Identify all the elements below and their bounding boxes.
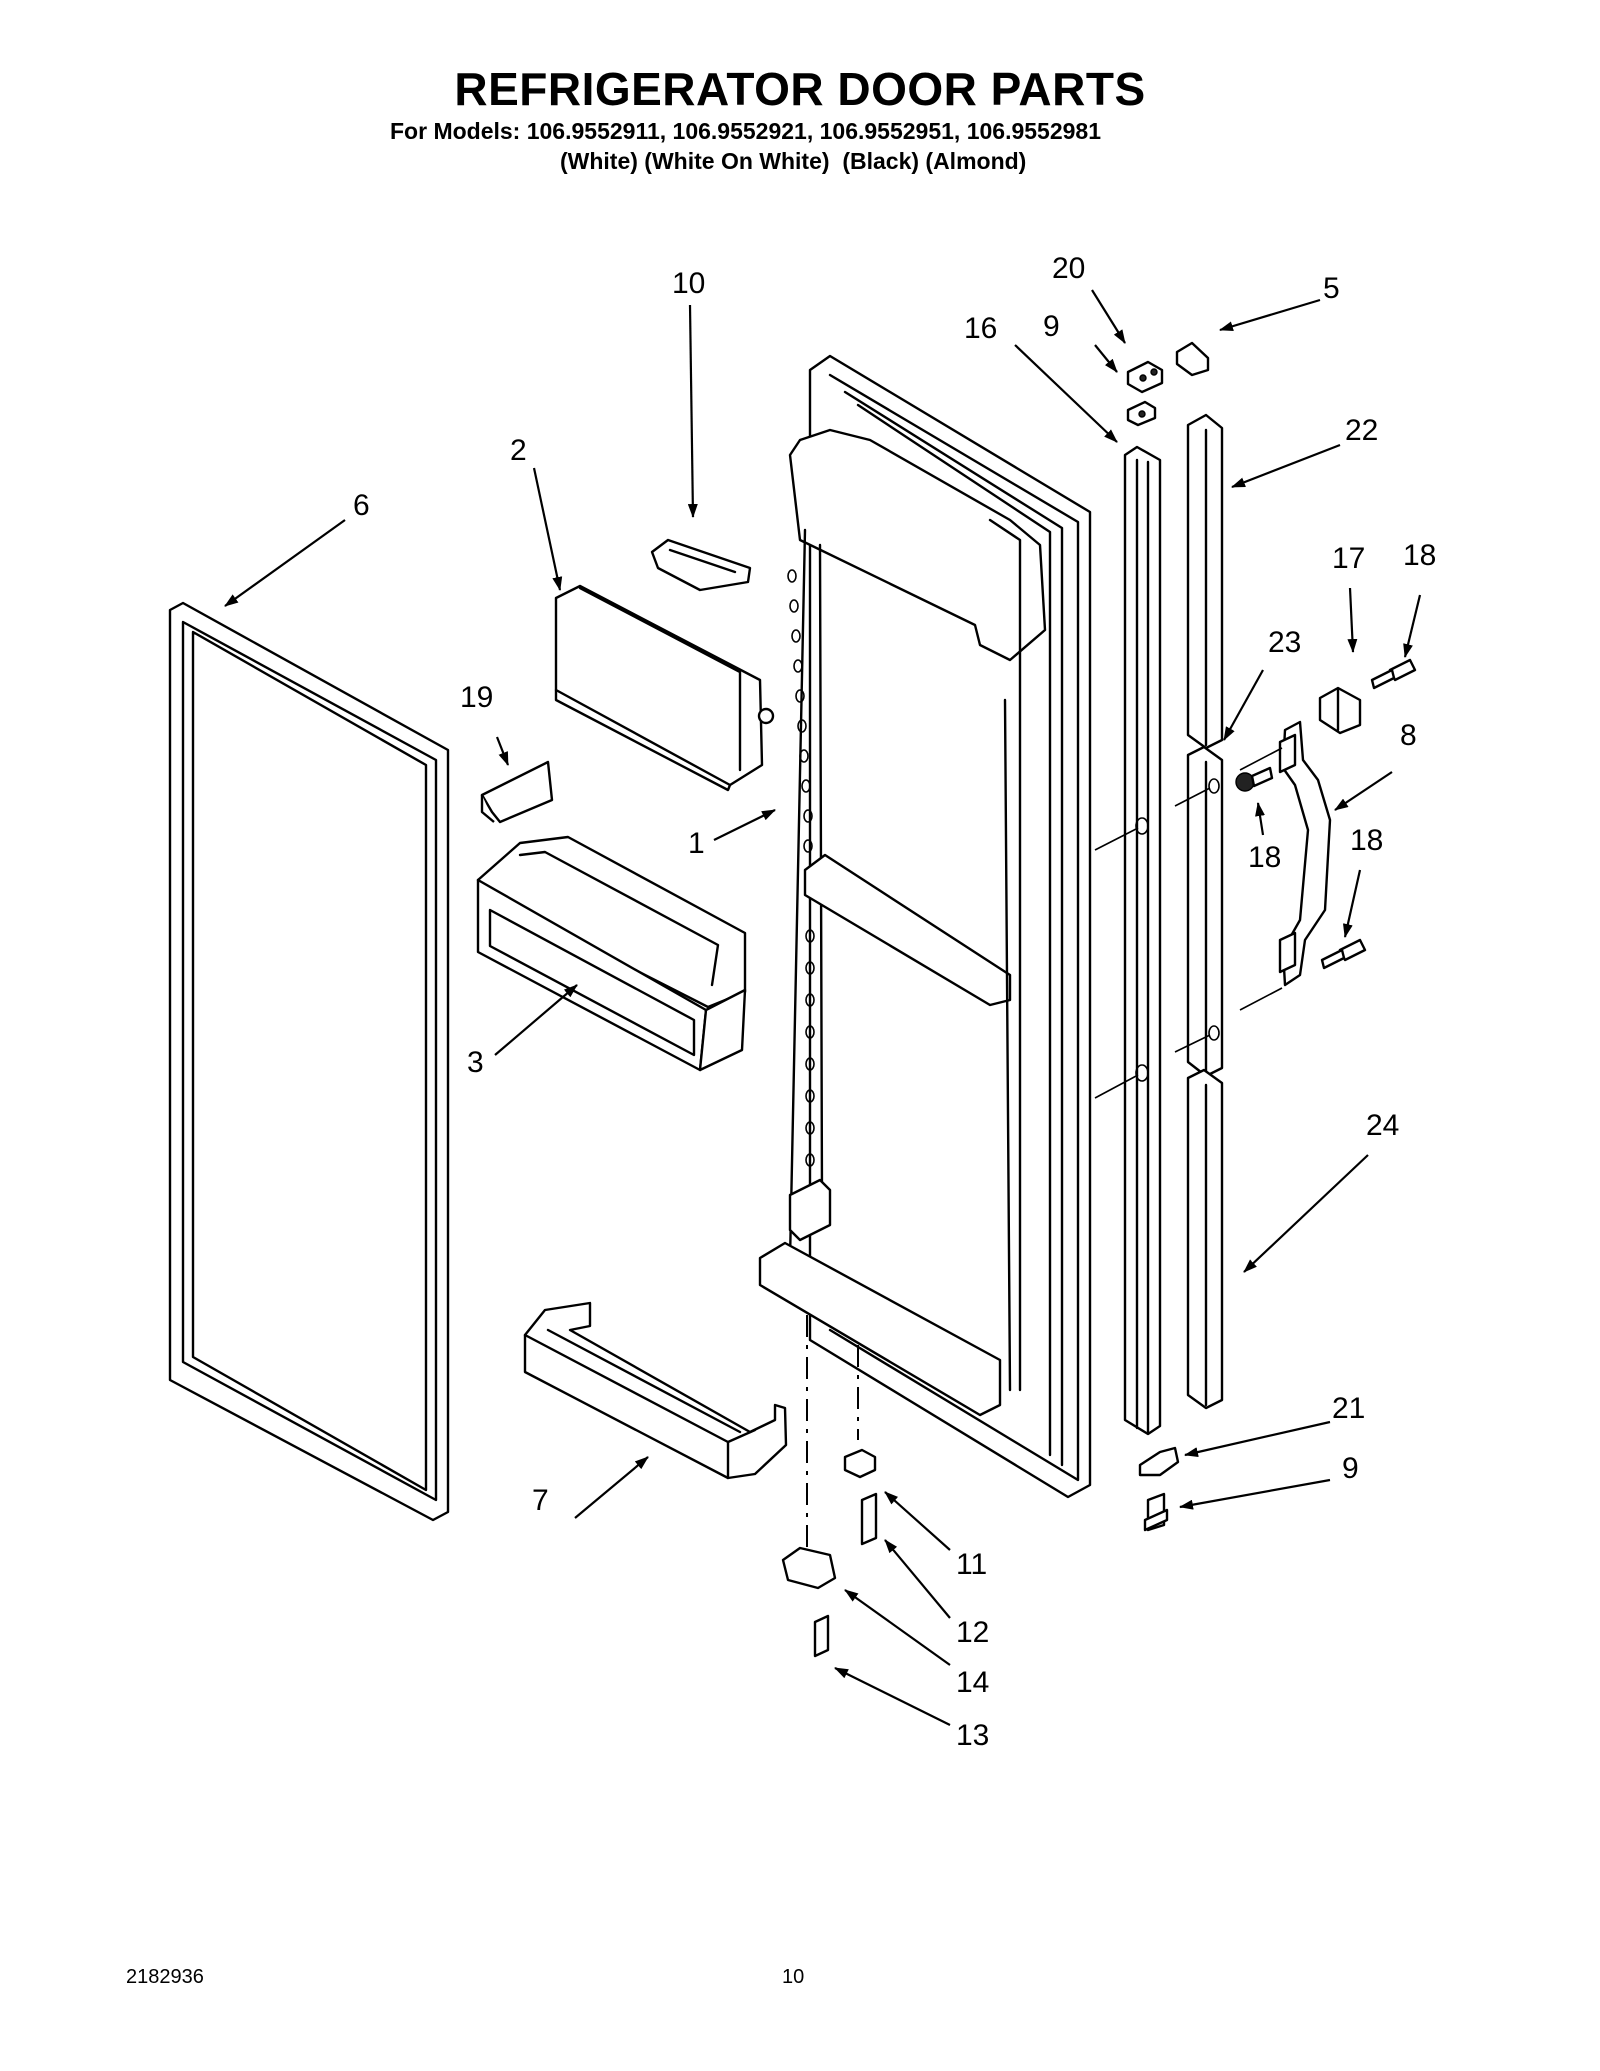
handle-trim-middle-part xyxy=(1174,745,1224,1078)
callout-24: 24 xyxy=(1366,1109,1399,1142)
callout-6: 6 xyxy=(353,489,370,522)
callout-20: 20 xyxy=(1052,252,1085,285)
handle-channel-part xyxy=(1094,445,1162,1436)
dairy-door-part xyxy=(650,538,752,592)
page-title: REFRIGERATOR DOOR PARTS xyxy=(454,63,1146,115)
callout-1: 1 xyxy=(688,827,705,860)
hinge-cover-part xyxy=(1175,341,1210,377)
dairy-compartment-part xyxy=(554,584,775,792)
callout-2: 2 xyxy=(510,434,527,467)
callout-22: 22 xyxy=(1345,414,1378,447)
hinge-support-part xyxy=(781,1546,837,1590)
hinge-bracket-part xyxy=(1126,360,1164,394)
callout-18-top: 18 xyxy=(1403,539,1436,572)
hinge-shim-part xyxy=(1126,400,1157,427)
callout-13-lower: 13 xyxy=(956,1719,989,1752)
callout-13-upper: 12 xyxy=(956,1616,989,1649)
callout-7: 7 xyxy=(532,1484,549,1517)
colors-line: (White) (White On White) (Black) (Almond… xyxy=(560,148,1027,174)
callout-16: 16 xyxy=(964,312,997,345)
callout-9: 9 xyxy=(1342,1452,1359,1485)
callout-18-bottom: 18 xyxy=(1350,824,1383,857)
callout-10: 9 xyxy=(1043,310,1060,343)
handle-screw-bottom xyxy=(1320,938,1367,970)
callout-23: 23 xyxy=(1268,626,1301,659)
door-shelf-holes xyxy=(787,569,815,1167)
handle-screw-middle xyxy=(1235,766,1274,792)
callout-17: 17 xyxy=(1332,542,1365,575)
callout-11: 10 xyxy=(672,267,705,300)
callout-21: 21 xyxy=(1332,1392,1365,1425)
dairy-hinge-part xyxy=(480,760,554,824)
callout-5: 5 xyxy=(1323,272,1340,305)
bottom-hinge-part xyxy=(1138,1446,1180,1477)
door-gasket-part xyxy=(168,601,450,1522)
models-line: For Models: 106.9552911, 106.9552921, 10… xyxy=(390,118,1102,144)
bottom-hinge-screw xyxy=(1143,1492,1169,1532)
callout-labels: 6 2 10 19 1 3 7 20 9 16 5 22 17 18 23 8 … xyxy=(353,252,1436,1752)
page-number: 10 xyxy=(782,1966,805,1988)
callout-8: 8 xyxy=(1400,719,1417,752)
bottom-bin-part xyxy=(523,1301,788,1480)
callout-14: 14 xyxy=(956,1666,989,1699)
door-bin-part xyxy=(476,835,747,1072)
handle-screw-top xyxy=(1370,658,1417,690)
callout-12: 11 xyxy=(956,1548,987,1581)
door-liner-part xyxy=(758,354,1092,1499)
handle-trim-upper-part xyxy=(1186,413,1224,750)
hinge-pin-part xyxy=(843,1448,877,1479)
callout-3: 3 xyxy=(467,1046,484,1079)
document-number: 2182936 xyxy=(126,1966,204,1988)
callout-18-middle: 18 xyxy=(1248,841,1281,874)
handle-end-cap-part xyxy=(1318,686,1362,735)
leader-arrows xyxy=(224,289,1422,1726)
door-handle-part xyxy=(1239,720,1332,1011)
callout-19: 19 xyxy=(460,681,493,714)
hinge-screw-lower xyxy=(813,1614,830,1658)
hinge-screw-upper xyxy=(860,1492,878,1546)
handle-trim-lower-part xyxy=(1186,1068,1224,1410)
